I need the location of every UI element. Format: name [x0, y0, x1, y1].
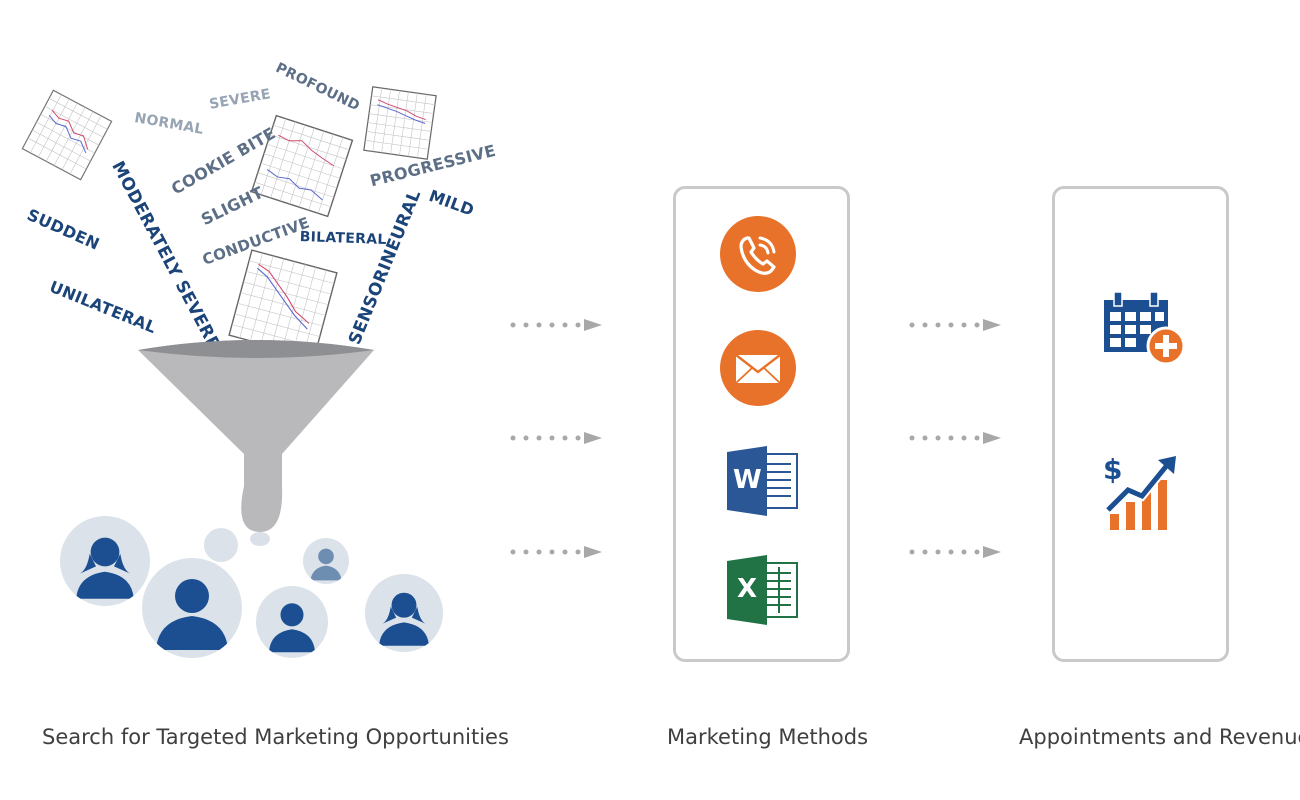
avatar-placeholder [204, 528, 238, 562]
funnel-icon [138, 340, 374, 546]
dollar-sign: $ [1103, 453, 1123, 486]
audiogram-card [228, 249, 338, 359]
avatar-male [142, 558, 242, 658]
term-unilateral: UNILATERAL [46, 277, 160, 338]
term-sudden: SUDDEN [24, 205, 103, 254]
flow-arrow [510, 319, 602, 331]
flow-arrow [909, 432, 1001, 444]
audiogram-card [363, 86, 437, 160]
avatar-female [60, 516, 150, 606]
calendar-plus-icon [1104, 291, 1186, 366]
avatar-female [303, 538, 349, 584]
flow-arrow [510, 546, 602, 558]
email-icon[interactable] [720, 330, 796, 406]
flow-arrow [909, 546, 1001, 558]
avatar-female [365, 574, 443, 652]
excel-icon[interactable]: X [727, 555, 799, 625]
flow-arrow [909, 319, 1001, 331]
term-mild: MILD [426, 186, 477, 220]
term-bilateral: BILATERAL [299, 229, 387, 249]
excel-letter: X [736, 574, 758, 604]
phone-icon[interactable] [720, 216, 796, 292]
search-caption: Search for Targeted Marketing Opportunit… [42, 725, 509, 749]
term-normal: NORMAL [133, 110, 205, 138]
word-icon[interactable]: W [727, 446, 799, 516]
audiogram-card [250, 114, 354, 218]
revenue-chart-icon: $ [1102, 452, 1182, 534]
appointments-revenue-caption: Appointments and Revenue [1019, 725, 1300, 749]
marketing-methods-caption: Marketing Methods [667, 725, 869, 749]
appointments-revenue-panel [1052, 186, 1229, 662]
avatar-male [256, 586, 328, 658]
audiogram-card [21, 89, 113, 181]
word-letter: W [733, 465, 762, 495]
flow-arrow [510, 432, 602, 444]
